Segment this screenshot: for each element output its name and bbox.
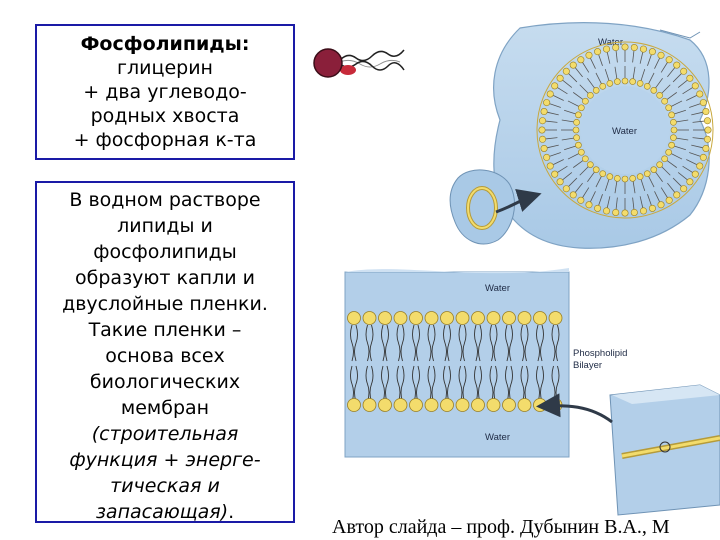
bilayer-slab: Water Water — [344, 268, 570, 458]
lipid-bilayer-ring — [536, 41, 714, 219]
bilayer-label-line2: Bilayer — [573, 360, 602, 371]
membrane-description-box: В водном растворе липиды и фосфолипиды о… — [35, 181, 295, 523]
box2-last-tail: . — [228, 501, 235, 523]
box2-line: образуют капли и — [75, 267, 255, 289]
phospholipid-composition-box: Фосфолипиды: глицерин + два углеводо- ро… — [35, 24, 295, 160]
vesicle-inner-water-label: Water — [612, 126, 637, 137]
bilayer-bottom-water-label: Water — [485, 432, 510, 443]
box1-line4: + фосфорная к-та — [73, 129, 257, 151]
box1-title: Фосфолипиды: — [80, 33, 250, 55]
box2-line: липиды и — [117, 215, 213, 237]
box1-line3: родных хвоста — [90, 105, 240, 127]
box1-line1: глицерин — [117, 57, 213, 79]
vesicle-illustration: Water Water — [493, 22, 714, 249]
box2-italic-line: (строительная — [91, 423, 239, 445]
membrane-cube — [609, 384, 720, 516]
box2-last-italic: запасающая) — [95, 501, 229, 523]
box2-line: В водном растворе — [69, 189, 261, 211]
box2-line: биологических — [89, 371, 241, 393]
box2-line: мембран — [120, 397, 210, 419]
slide-author-footer: Автор слайда – проф. Дубынин В.А., М — [332, 516, 670, 538]
box2-italic-line: тическая и — [110, 475, 220, 497]
arrow-to-bilayer — [536, 393, 613, 424]
box1-line2: + два углеводо- — [83, 81, 247, 103]
box2-line: Такие пленки – — [88, 319, 242, 341]
phospholipid-molecule — [313, 48, 405, 78]
bilayer-top-water-label: Water — [485, 283, 510, 294]
box2-line: основа всех — [105, 345, 225, 367]
arrow-to-vesicle — [495, 188, 542, 214]
bilayer-label-line1: Phospholipid — [573, 348, 627, 359]
vesicle-outer-water-label: Water — [598, 37, 623, 48]
box2-line: фосфолипиды — [93, 241, 237, 263]
phospholipid-bilayer — [347, 311, 563, 412]
small-droplet — [449, 169, 515, 245]
box2-last-line: запасающая). — [37, 499, 293, 525]
box2-italic-line: функция + энерге- — [69, 449, 261, 471]
box2-line: двуслойные пленки. — [62, 293, 268, 315]
